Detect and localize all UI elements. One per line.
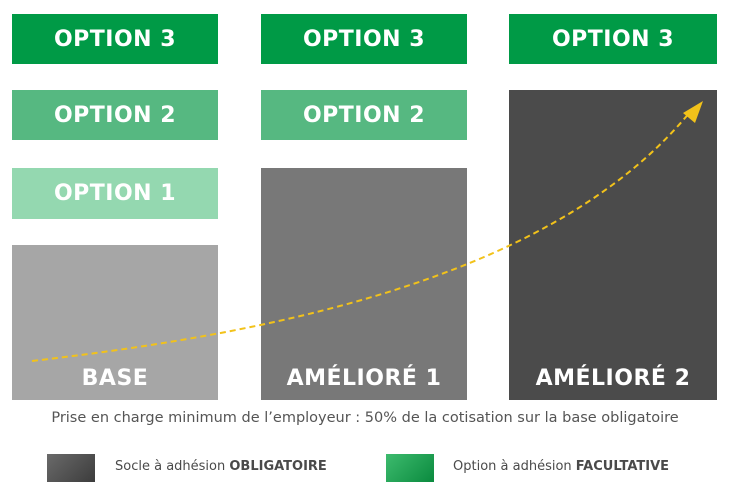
option-3-label: OPTION 3 [53,26,177,52]
option-2-label: OPTION 2 [53,102,177,128]
employer-contribution-note: Prise en charge minimum de l’employeur :… [51,410,679,426]
column-3-option-3-block: OPTION 3 [509,14,717,64]
ameliore-2-label: AMÉLIORÉ 2 [535,366,691,391]
legend-label-obligatoire: Socle à adhésion OBLIGATOIRE [115,459,327,474]
base-label: BASE [81,366,149,391]
ameliore-1-socle-block: AMÉLIORÉ 1 [261,168,467,400]
ameliore-2-socle-block: AMÉLIORÉ 2 [509,90,717,400]
option-1-label: OPTION 1 [53,181,177,206]
column-2-option-2-block: OPTION 2 [261,90,467,140]
legend-swatch-obligatoire [47,454,95,482]
column-1-option-3-block: OPTION 3 [12,14,218,64]
ameliore-1-label: AMÉLIORÉ 1 [286,366,442,391]
column-1-option-2-block: OPTION 2 [12,90,218,140]
option-3-label: OPTION 3 [302,26,426,52]
option-3-label: OPTION 3 [551,26,675,52]
legend-label-facultative: Option à adhésion FACULTATIVE [453,459,670,474]
option-2-label: OPTION 2 [302,102,426,128]
column-1-option-1-block: OPTION 1 [12,168,218,219]
base-socle-block: BASE [12,245,218,400]
column-2-option-3-block: OPTION 3 [261,14,467,64]
legend-swatch-facultative [386,454,434,482]
